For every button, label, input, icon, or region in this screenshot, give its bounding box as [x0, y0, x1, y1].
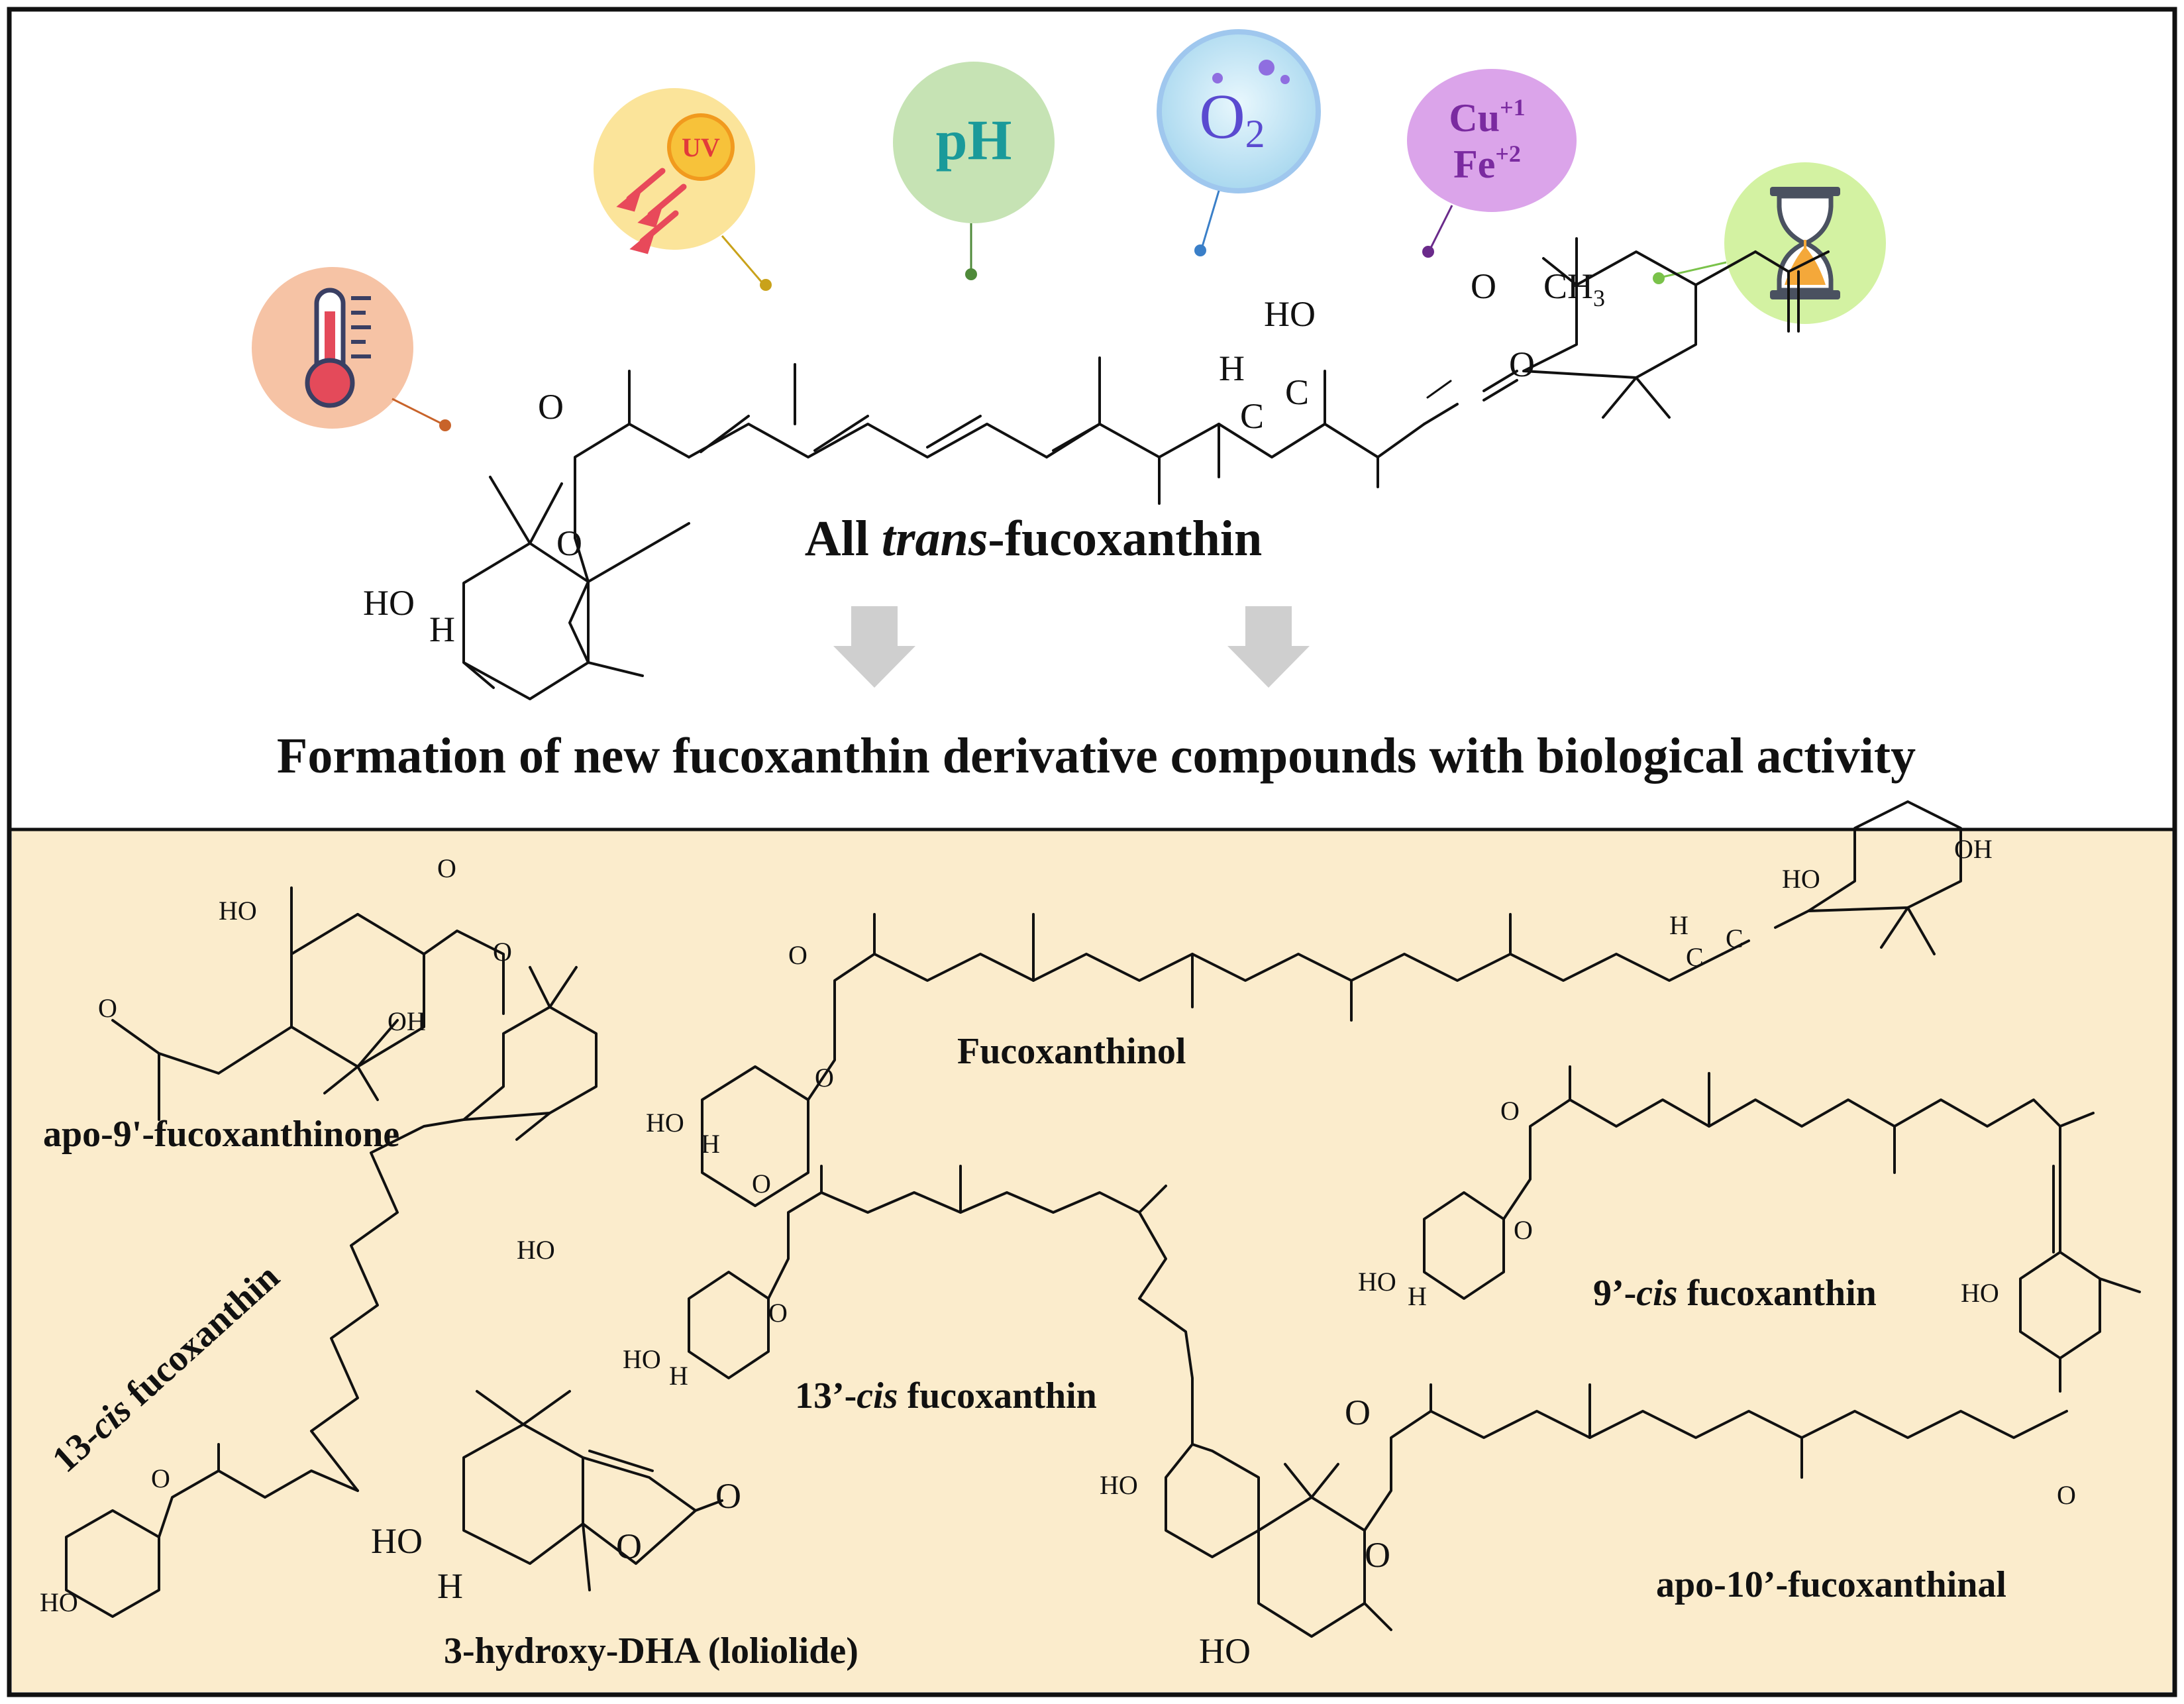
acetyl-methyl: CH3	[1543, 266, 1605, 311]
apo10-aldehyde-o: O	[2057, 1480, 2076, 1510]
fucoxanthinol-hydroxyl-left: HO	[646, 1108, 684, 1138]
thermometer-icon	[305, 288, 371, 408]
apo10-hydroxyl: HO	[1199, 1631, 1251, 1671]
oxygen-pointer	[1201, 190, 1220, 247]
allene-c2: C	[1285, 372, 1309, 412]
copper-label: Cu+1	[1449, 94, 1525, 140]
time-pointer	[1662, 261, 1727, 278]
cis13-hydroxyl-right: HO	[517, 1235, 555, 1265]
uv-pointer-dot	[760, 279, 772, 291]
cis13p-carbonyl-o: O	[752, 1169, 771, 1198]
uv-rays-icon	[616, 168, 687, 254]
ester-oxygen: O	[1471, 266, 1496, 306]
cis9p-epoxide-o: O	[1514, 1215, 1533, 1245]
metal-ions-factor: Cu+1 Fe+2	[1407, 69, 1577, 258]
apo9-ketone-oxygen: O	[98, 993, 117, 1023]
allene-h: H	[1219, 348, 1245, 388]
oxygen-pointer-dot	[1194, 244, 1206, 256]
uv-circle	[594, 88, 755, 250]
temperature-pointer-dot	[439, 419, 451, 431]
fucoxanthinol-carbonyl-o: O	[788, 940, 807, 970]
cis9p-fucoxanthin-label: 9’-cis fucoxanthin	[1593, 1273, 1877, 1314]
ph-circle	[893, 62, 1055, 223]
uv-label: UV	[682, 133, 720, 162]
iron-label: Fe+2	[1453, 140, 1521, 186]
all-trans-fucoxanthin-structure: O O HO H H C C HO O CH3 O	[363, 237, 1830, 700]
fucoxanthinol-label: Fucoxanthinol	[957, 1031, 1186, 1072]
fucoxanthinol-allene-c1: C	[1686, 942, 1704, 972]
down-arrow-left	[833, 606, 915, 688]
metal-ions-pointer	[1430, 205, 1453, 248]
uv-pointer	[721, 235, 763, 283]
ph-pointer-dot	[965, 268, 977, 280]
cis13p-h-left: H	[669, 1361, 688, 1391]
fucoxanthinol-h-left: H	[701, 1129, 720, 1159]
formation-subtitle: Formation of new fucoxanthin derivative …	[277, 728, 1916, 784]
loliolide-structure: HO H O O	[371, 1390, 741, 1606]
loliolide-hydroxyl: HO	[371, 1521, 423, 1561]
fucoxanthinol-hydroxyl-right: HO	[1782, 864, 1820, 894]
fucoxanthinol-epoxide-o: O	[815, 1063, 834, 1092]
apo9-acetyl-oxygen: O	[493, 937, 512, 967]
acetyl-oxygen: O	[1509, 345, 1535, 384]
cis9p-h-left: H	[1408, 1281, 1427, 1311]
apo9-fucoxanthinone-label: apo-9'-fucoxanthinone	[43, 1114, 399, 1155]
metal-ions-circle	[1407, 69, 1577, 212]
oxygen-factor: O2	[1157, 29, 1321, 256]
down-arrow-right	[1227, 606, 1310, 688]
uv-factor: UV	[594, 88, 772, 291]
loliolide-h: H	[437, 1566, 463, 1606]
epoxide-oxygen: O	[556, 523, 582, 563]
fucoxanthinol-allene-c2: C	[1726, 924, 1743, 953]
cis13p-epoxide-o: O	[768, 1298, 788, 1328]
cis13p-fucoxanthin-label: 13’-cis fucoxanthin	[795, 1375, 1097, 1416]
apo9-hydroxyl-1: HO	[219, 896, 257, 926]
ph-factor: pH	[893, 62, 1055, 280]
fucoxanthinol-hydroxyl-top: OH	[1954, 834, 1993, 864]
cis9p-hydroxyl-left: HO	[1358, 1267, 1396, 1297]
ring-h-left: H	[429, 610, 455, 649]
temperature-pointer	[391, 398, 443, 425]
cis13p-hydroxyl-right: HO	[1100, 1470, 1138, 1500]
cis9p-hydroxyl-right: HO	[1961, 1278, 1999, 1308]
bubble-icon	[1212, 60, 1290, 84]
cis13-carbonyl-o: O	[151, 1464, 170, 1493]
temperature-factor	[252, 267, 451, 431]
ph-label: pH	[936, 108, 1012, 172]
derivatives-panel	[12, 829, 2172, 1692]
apo10-carbonyl-o: O	[1345, 1393, 1371, 1432]
ring-hydroxyl-left: HO	[363, 583, 415, 623]
oxygen-circle	[1157, 29, 1321, 193]
apo10-fucoxanthinal-label: apo-10’-fucoxanthinal	[1656, 1564, 2006, 1605]
oxygen-label: O2	[1199, 81, 1265, 156]
apo9-ester-oxygen: O	[437, 853, 456, 883]
ring-hydroxyl-right: HO	[1264, 294, 1316, 334]
metal-ions-pointer-dot	[1422, 246, 1434, 258]
cis13-hydroxyl-left: HO	[40, 1587, 78, 1617]
apo9-fucoxanthinone-structure: HO O O OH O	[98, 853, 512, 1121]
apo10-fucoxanthinal-structure: O O HO O	[1199, 1383, 2076, 1671]
cis13-fucoxanthin-structure: HO HO O	[40, 966, 598, 1618]
cis9p-fucoxanthin-structure: O O HO H HO	[1358, 1065, 2141, 1393]
loliolide-carbonyl-o: O	[715, 1476, 741, 1516]
time-pointer-dot	[1653, 272, 1665, 284]
apo9-hydroxyl-2: OH	[388, 1006, 426, 1036]
apo10-epoxide-o: O	[1365, 1535, 1390, 1575]
main-compound-title: All trans-fucoxanthin	[805, 511, 1263, 566]
carbonyl-oxygen: O	[538, 387, 564, 427]
cis13p-fucoxanthin-structure: O O HO H HO	[623, 1165, 1260, 1558]
loliolide-ring-o: O	[616, 1526, 642, 1566]
loliolide-label: 3-hydroxy-DHA (loliolide)	[444, 1630, 858, 1672]
cis9p-carbonyl-o: O	[1500, 1096, 1520, 1126]
fucoxanthinol-allene-h: H	[1669, 910, 1689, 940]
cis13p-hydroxyl-left: HO	[623, 1344, 661, 1374]
sun-icon: UV	[667, 113, 735, 181]
allene-c1: C	[1240, 396, 1264, 436]
fucoxanthinol-structure: O O HO H H C C HO OH	[646, 800, 1993, 1207]
